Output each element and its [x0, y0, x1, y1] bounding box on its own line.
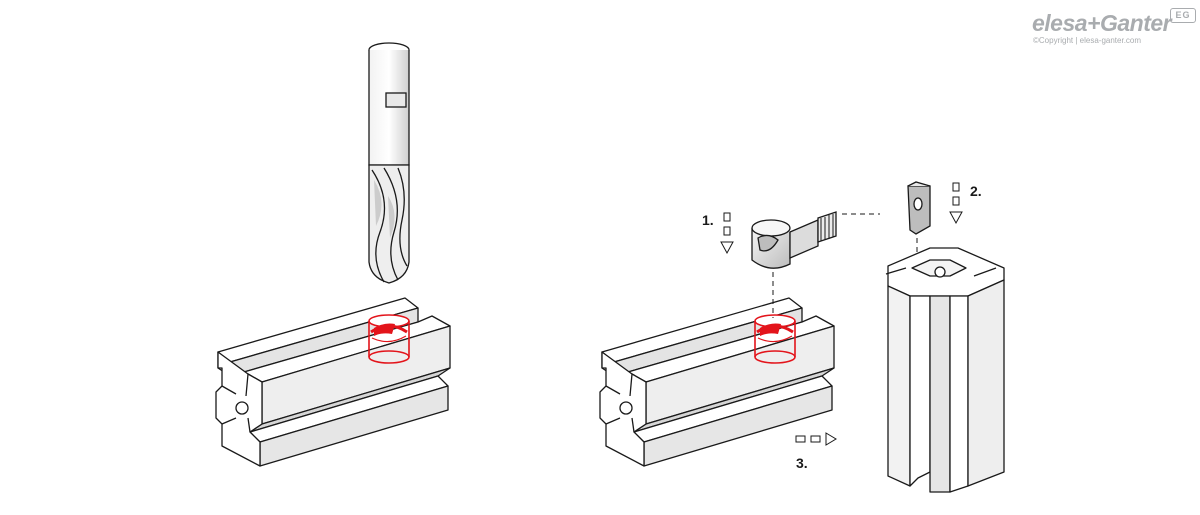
step-label-2: 2.	[970, 183, 982, 199]
brand-logo: elesa+Ganter EG ©Copyright | elesa-gante…	[1032, 8, 1200, 48]
bore-hole-highlight-right	[754, 314, 796, 364]
step-label-1: 1.	[702, 212, 714, 228]
slot-nut-icon	[907, 181, 931, 235]
aluminium-profile-right	[599, 297, 835, 467]
end-mill-icon	[368, 42, 410, 284]
aluminium-profile-vertical	[885, 247, 1005, 493]
brand-name: elesa+Ganter	[1032, 10, 1172, 36]
brand-mark-icon: EG	[1170, 8, 1196, 23]
aluminium-profile-left	[215, 297, 451, 467]
connector-bolt-icon	[751, 211, 837, 269]
arrow-right-icon	[795, 432, 837, 446]
bore-hole-highlight-icon	[368, 314, 410, 364]
brand-copyright: ©Copyright | elesa-ganter.com	[1033, 36, 1142, 45]
arrow-down-icon	[720, 212, 734, 255]
step-label-3: 3.	[796, 455, 808, 471]
arrow-down-icon-2	[949, 182, 963, 225]
